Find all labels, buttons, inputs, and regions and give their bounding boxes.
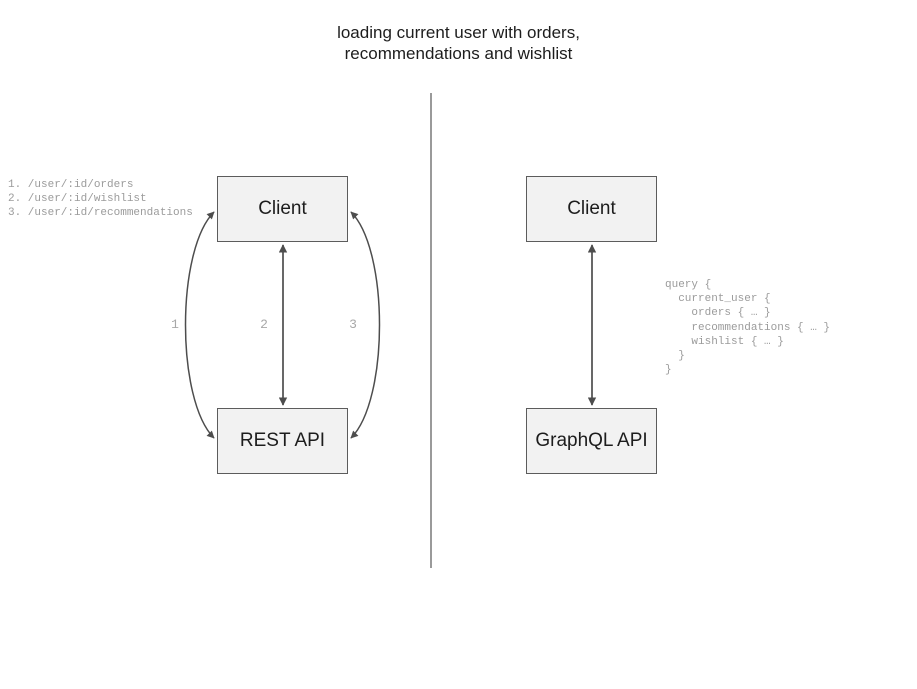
node-client-rest[interactable]: Client: [217, 176, 348, 242]
graphql-query-snippet: query { current_user { orders { … } reco…: [665, 279, 831, 377]
page-title: loading current user with orders, recomm…: [337, 23, 580, 63]
edge-label-2: 2: [260, 317, 268, 332]
node-rest-api[interactable]: REST API: [217, 408, 348, 474]
node-graphql-api[interactable]: GraphQL API: [526, 408, 657, 474]
rest-endpoint-list: 1. /user/:id/orders 2. /user/:id/wishlis…: [8, 179, 193, 220]
node-client-graphql[interactable]: Client: [526, 176, 657, 242]
edge-1-curve: [184, 211, 215, 439]
edge-label-3: 3: [349, 317, 357, 332]
edge-label-1: 1: [171, 317, 179, 332]
